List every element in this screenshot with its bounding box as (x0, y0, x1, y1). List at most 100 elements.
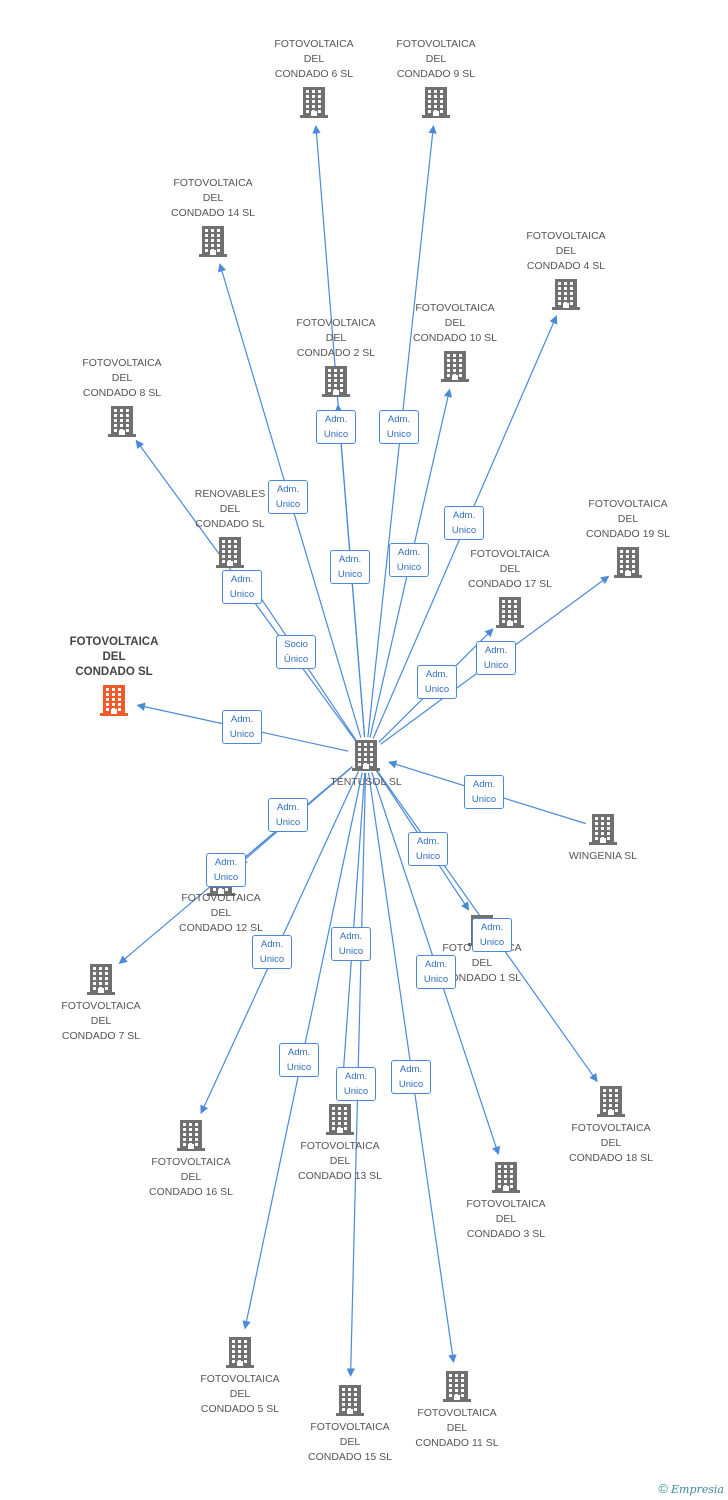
company-name-line: FOTOVOLTAICA (61, 1000, 141, 1012)
edge-label-line: Unico (275, 499, 301, 510)
edge-label-line: Socio (284, 639, 308, 650)
edge-label-c3[interactable]: Adm.Unico (416, 955, 456, 989)
company-building-icon[interactable] (84, 962, 118, 996)
company-building-icon[interactable] (196, 224, 230, 258)
company-building-icon[interactable] (323, 1102, 357, 1136)
edge-label-c5[interactable]: Adm.Unico (279, 1043, 319, 1077)
edge-label-c9[interactable]: Adm.Unico (379, 410, 419, 444)
company-building-icon[interactable] (174, 1118, 208, 1152)
edge-label-focus[interactable]: Adm.Unico (222, 710, 262, 744)
company-name-focus[interactable]: FOTOVOLTAICA DEL CONDADO SL (49, 635, 179, 680)
edge-label-c13[interactable]: Adm.Unico (331, 927, 371, 961)
company-name-c4[interactable]: FOTOVOLTAICA DEL CONDADO 4 SL (501, 229, 631, 274)
company-name-line: DEL (325, 332, 347, 344)
company-name-line: DEL (425, 53, 447, 65)
edge-label-c12[interactable]: Adm.Unico (268, 798, 308, 832)
company-name-line: CONDADO 10 SL (412, 332, 498, 344)
company-name-tentusol[interactable]: TENTUSOL SL (301, 775, 431, 790)
edge-label-c16[interactable]: Adm.Unico (252, 935, 292, 969)
edge-label-line: Unico (415, 851, 441, 862)
edge-label-line: Adm. (344, 1071, 368, 1082)
company-building-icon[interactable] (438, 349, 472, 383)
company-building-icon[interactable] (611, 545, 645, 579)
company-name-line: FOTOVOLTAICA (274, 38, 354, 50)
company-name-line: DEL (102, 651, 126, 663)
company-name-line: FOTOVOLTAICA (526, 230, 606, 242)
company-name-line: FOTOVOLTAICA (417, 1407, 497, 1419)
company-building-icon[interactable] (223, 1335, 257, 1369)
company-name-line: CONDADO 4 SL (526, 260, 606, 272)
focus-company-building-icon[interactable] (97, 683, 131, 717)
edge-label-c15[interactable]: Adm.Unico (336, 1067, 376, 1101)
company-building-icon[interactable] (440, 1369, 474, 1403)
edge-label-tentusol[interactable]: Adm.Unico (464, 775, 504, 809)
company-building-icon[interactable] (594, 1084, 628, 1118)
company-name-line: CONDADO 9 SL (396, 68, 476, 80)
footer-brand[interactable]: ©Empresia (658, 1481, 724, 1496)
edge-label-c10[interactable]: Adm.Unico (389, 543, 429, 577)
company-name-line: DEL (202, 192, 224, 204)
company-name-line: CONDADO 7 SL (61, 1030, 141, 1042)
company-building-icon[interactable] (419, 85, 453, 119)
edge-label-line: Unico (229, 589, 255, 600)
edge-label-c4[interactable]: Adm.Unico (444, 506, 484, 540)
company-building-icon[interactable] (333, 1383, 367, 1417)
company-name-line: DEL (303, 53, 325, 65)
edge-label-line: Adm. (276, 484, 300, 495)
company-building-icon[interactable] (105, 404, 139, 438)
company-building-icon[interactable] (586, 812, 620, 846)
company-name-line: CONDADO 1 SL (442, 972, 522, 984)
company-name-line: DEL (555, 245, 577, 257)
company-name-line: DEL (210, 907, 232, 919)
edge-label-c7[interactable]: Adm.Unico (206, 853, 246, 887)
company-building-icon[interactable] (349, 738, 383, 772)
company-name-line: FOTOVOLTAICA (69, 636, 159, 648)
edge-label-line: Unico (229, 729, 255, 740)
edge-label-c8[interactable]: Adm.Unico (222, 570, 262, 604)
company-name-wing[interactable]: WINGENIA SL (538, 849, 668, 864)
edge-label-line: Unico (337, 569, 363, 580)
brand-logo: Empresia (671, 1483, 724, 1496)
company-building-icon[interactable] (549, 277, 583, 311)
company-name-line: CONDADO 13 SL (297, 1170, 383, 1182)
edge-label-c19[interactable]: Adm.Unico (476, 641, 516, 675)
company-name-line: CONDADO 19 SL (585, 528, 671, 540)
edge-label-line: Unico (423, 974, 449, 985)
edge-label-c6[interactable]: Adm.Unico (316, 410, 356, 444)
company-building-icon[interactable] (213, 535, 247, 569)
company-building-icon[interactable] (493, 595, 527, 629)
edge-label-c18[interactable]: Adm.Unico (472, 918, 512, 952)
company-name-line: DEL (617, 513, 639, 525)
company-name-line: FOTOVOLTAICA (173, 177, 253, 189)
edge-label-c11[interactable]: Adm.Unico (391, 1060, 431, 1094)
company-name-line: CONDADO SL (75, 666, 153, 678)
edge-label-c17[interactable]: Adm.Unico (417, 665, 457, 699)
company-name-line: FOTOVOLTAICA (200, 1373, 280, 1385)
edge-label-c2[interactable]: Adm.Unico (330, 550, 370, 584)
company-building-icon[interactable] (489, 1160, 523, 1194)
edge-label-c1[interactable]: Adm.Unico (408, 832, 448, 866)
company-name-line: DEL (111, 372, 133, 384)
edge-label-c14[interactable]: Adm. Unico (268, 480, 308, 514)
company-building-icon[interactable] (297, 85, 331, 119)
company-building-icon[interactable] (319, 364, 353, 398)
